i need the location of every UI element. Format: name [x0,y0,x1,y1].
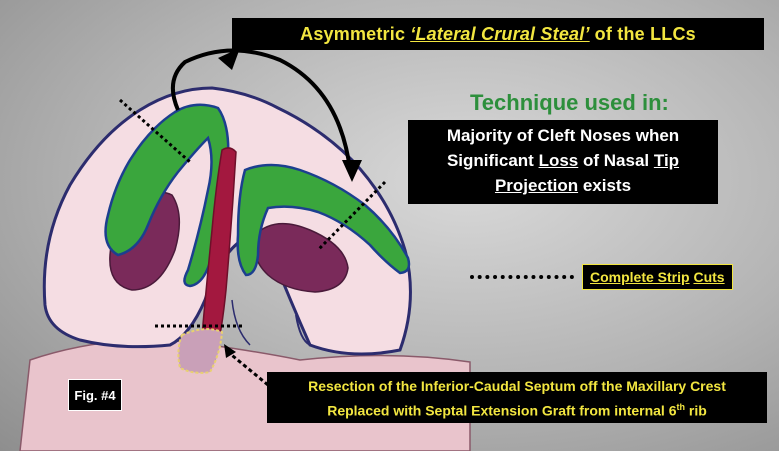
line3-a: Projection [495,176,578,195]
slide-title: Asymmetric ‘Lateral Crural Steal’ of the… [232,18,764,50]
line2-d: Tip [654,151,679,170]
resection-line-2-end: rib [689,403,707,419]
figure-label: Fig. #4 [68,379,122,411]
legend-label: Complete Strip Cuts [582,264,733,290]
legend-label-b: Cuts [693,269,724,285]
line3-b: exists [583,176,631,195]
title-highlight: ‘Lateral Crural Steal’ [410,24,589,45]
strip-cut-legend: Complete Strip Cuts [470,264,733,290]
technique-line-2: Significant Loss of Nasal Tip [408,148,718,173]
line2-c: of Nasal [583,151,649,170]
resection-line-1: Resection of the Inferior-Caudal Septum … [267,376,767,397]
line2-a: Significant [447,151,534,170]
title-prefix: Asymmetric [300,24,405,45]
resection-line-2-sup: th [677,402,686,412]
line2-b: Loss [539,151,579,170]
technique-line-3: Projection exists [408,173,718,198]
technique-line-1: Majority of Cleft Noses when [408,123,718,148]
title-suffix: of the LLCs [595,24,696,45]
technique-description: Majority of Cleft Noses when Significant… [408,120,718,204]
legend-label-a: Complete Strip [590,269,690,285]
legend-dotted-line [470,275,574,279]
resection-line-2: Replaced with Septal Extension Graft fro… [267,397,767,422]
resection-line-2-text: Replaced with Septal Extension Graft fro… [327,403,676,419]
technique-heading: Technique used in: [470,90,732,116]
resection-description: Resection of the Inferior-Caudal Septum … [267,372,767,423]
